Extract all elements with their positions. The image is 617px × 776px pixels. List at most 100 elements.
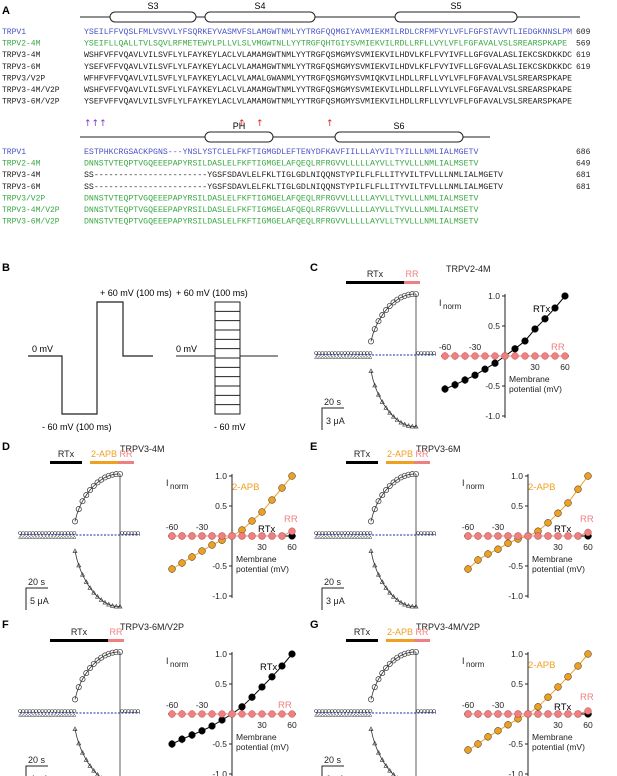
iv-point-rtx [541, 315, 549, 323]
bar-rtx [50, 461, 82, 464]
bar-rtx [50, 639, 108, 642]
iv-point-rtx [471, 371, 479, 379]
panel-title: TRPV3-4M/V2P [416, 622, 480, 632]
seq-residues: YSEFVFFVQAVLVILSVFLYLFAYKEYLACLVLAMAMGWT… [84, 98, 572, 107]
iv-y-tick-label: -0.5 [212, 561, 227, 571]
iv-y-label: I [166, 656, 169, 666]
trace-point [428, 531, 433, 535]
trace-point [365, 535, 370, 539]
trace-point [365, 531, 370, 535]
iv-point-2-apb [198, 547, 206, 555]
iv-point-2-apb [504, 539, 512, 547]
bar-rtx [346, 281, 404, 284]
trace-point [342, 531, 347, 535]
trace-point [422, 709, 427, 713]
iv-point-rr [534, 532, 542, 540]
trace-point [43, 713, 48, 717]
iv-point-2-apb [464, 746, 472, 754]
iv-x-label: potential (mV) [236, 742, 289, 752]
trace-point [339, 355, 344, 359]
scale-bar [321, 407, 344, 430]
bar-rtx-label: RTx [367, 269, 384, 279]
bar-2apb [386, 639, 414, 642]
iv-point-2-apb [494, 545, 502, 553]
iv-point-rr [248, 710, 256, 718]
iv-point-rtx [168, 740, 176, 748]
iv-x-label: Membrane [236, 732, 277, 742]
trace-point [72, 535, 77, 539]
iv-point-rtx [561, 292, 569, 300]
bar-rr [108, 639, 124, 642]
scale-bar [321, 587, 344, 610]
iv-y-tick-label: 1.0 [215, 649, 227, 659]
trace-point [342, 351, 347, 355]
iv-point-rr [564, 532, 572, 540]
trace-point [346, 355, 350, 359]
bar-rtx [346, 639, 378, 642]
trace-point [432, 709, 436, 713]
trace-point [349, 535, 354, 539]
trace-outward [74, 651, 120, 700]
trace-point [50, 535, 54, 539]
iv-series-label: RTx [533, 304, 550, 315]
trace-point [419, 531, 424, 535]
trace-point [358, 709, 363, 713]
trace-point [314, 351, 318, 355]
iv-x-tick-label: 60 [560, 362, 570, 372]
trace-point [21, 535, 26, 539]
trace-point [126, 531, 131, 535]
trace-point [365, 351, 370, 355]
seq-name: TRPV2-4M [2, 40, 41, 49]
domain-s6 [334, 131, 464, 143]
iv-point-rr [461, 352, 469, 360]
iv-point-rr [514, 532, 522, 540]
scale-current-label: 6 μA [326, 774, 345, 776]
trace-point [66, 709, 70, 713]
iv-point-rr [218, 710, 226, 718]
trace-point [330, 709, 334, 713]
trace-point [62, 535, 67, 539]
trace-point [21, 531, 26, 535]
trace-point [368, 351, 373, 355]
iv-point-2-apb [288, 472, 296, 480]
iv-point-rr [494, 710, 502, 718]
iv-point-rr [208, 532, 216, 540]
domain-ph-label: PH [233, 121, 246, 131]
iv-y-tick-label: -1.0 [485, 411, 500, 421]
trace-point [30, 713, 35, 717]
trace-point [50, 531, 54, 535]
iv-point-rtx [178, 735, 186, 743]
trace-point [422, 351, 427, 355]
trace-point [346, 531, 350, 535]
trace-point [43, 531, 48, 535]
iv-point-rtx [188, 731, 196, 739]
trace-point [27, 713, 32, 717]
trace-outward [370, 293, 416, 342]
bar-rr-label: RR [416, 627, 429, 637]
iv-point-rtx [268, 673, 276, 681]
iv-point-2-apb [268, 496, 276, 504]
iv-point-rr [584, 707, 592, 715]
iv-point-rr [178, 710, 186, 718]
scale-time-label: 20 s [324, 577, 342, 587]
trace-point [40, 709, 45, 713]
iv-x-tick-label: 60 [287, 720, 297, 730]
trace-point [314, 709, 318, 713]
iv-series-label: RTx [554, 702, 571, 713]
trace-point [314, 713, 318, 717]
seq-position: 619 [576, 51, 591, 60]
iv-point-rr [554, 532, 562, 540]
protocol-right-plus: + 60 mV (100 ms) [176, 288, 248, 298]
iv-point-rr [574, 532, 582, 540]
seq-position: 649 [576, 160, 591, 169]
trace-point [24, 713, 29, 717]
trace-point [326, 531, 331, 535]
iv-point-rtx [278, 662, 286, 670]
trace-point [21, 713, 26, 717]
iv-x-tick-label: 30 [553, 720, 563, 730]
trace-point [56, 531, 61, 535]
trace-point [129, 709, 134, 713]
scale-time-label: 20 s [324, 755, 342, 765]
trace-point [18, 535, 22, 539]
